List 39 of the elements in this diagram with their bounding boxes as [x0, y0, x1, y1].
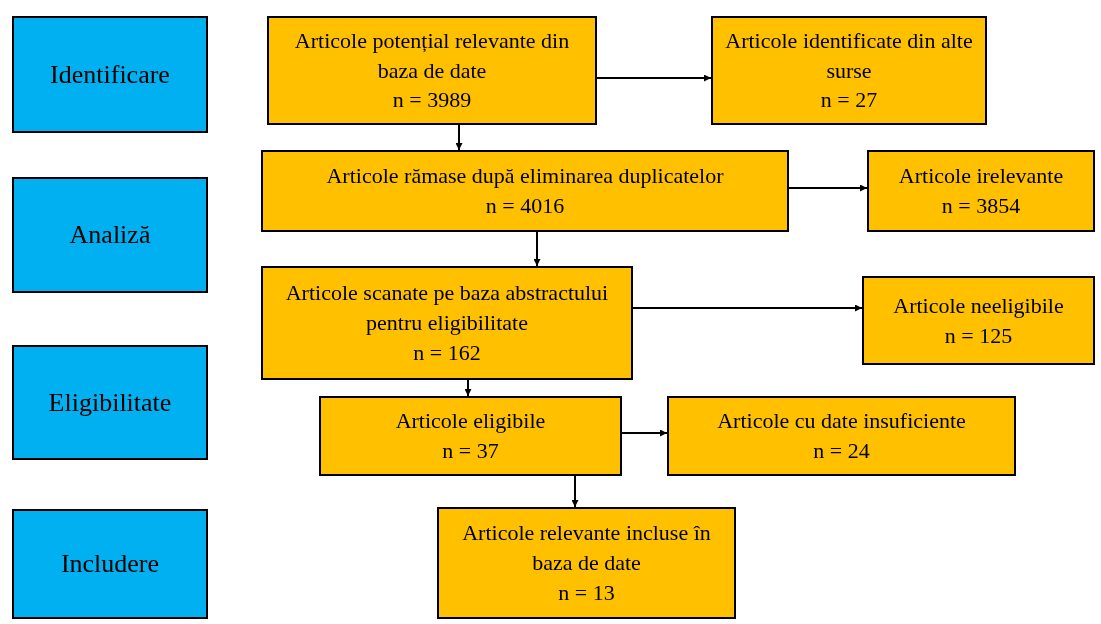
count-text: n = 125 [944, 321, 1013, 350]
arrow [632, 304, 863, 312]
process-box [867, 150, 1095, 232]
count-text: n = 3989 [392, 86, 472, 115]
box-title: Includere [60, 548, 160, 581]
box-title: Articole irelevante [898, 162, 1064, 191]
process-box [267, 16, 597, 125]
count-text: n = 4016 [485, 192, 565, 220]
process-box [261, 266, 633, 380]
count-text: n = 27 [820, 86, 878, 115]
count-text: n = 3854 [941, 192, 1021, 220]
stage-box [12, 509, 208, 619]
arrow [571, 475, 579, 508]
box-title: Identificare [50, 58, 170, 91]
arrow [455, 124, 463, 151]
count-text: n = 24 [813, 437, 870, 465]
process-box [667, 396, 1016, 476]
box-title: Analiză [69, 219, 151, 252]
box-title: Eligibilitate [48, 386, 172, 419]
box-title: Articole neeligibile [893, 291, 1064, 320]
process-box [261, 150, 789, 232]
box-title: Articole cu date insuficiente [717, 407, 966, 436]
arrow [596, 74, 712, 82]
process-box [862, 276, 1095, 365]
stage-box [12, 345, 208, 460]
box-title: Articole eligibile [395, 407, 546, 436]
box-title: Articole rămase după eliminarea duplicatelor [326, 162, 724, 191]
count-text: n = 37 [442, 437, 499, 465]
stage-box [12, 16, 208, 133]
stage-box [12, 177, 208, 293]
count-text: n = 13 [558, 578, 615, 607]
arrow [533, 231, 541, 267]
process-box [437, 507, 736, 619]
arrow [788, 184, 868, 192]
arrow [464, 379, 472, 397]
arrow [621, 429, 668, 437]
process-box [711, 16, 987, 125]
process-box [319, 396, 622, 476]
count-text: n = 162 [413, 338, 481, 367]
